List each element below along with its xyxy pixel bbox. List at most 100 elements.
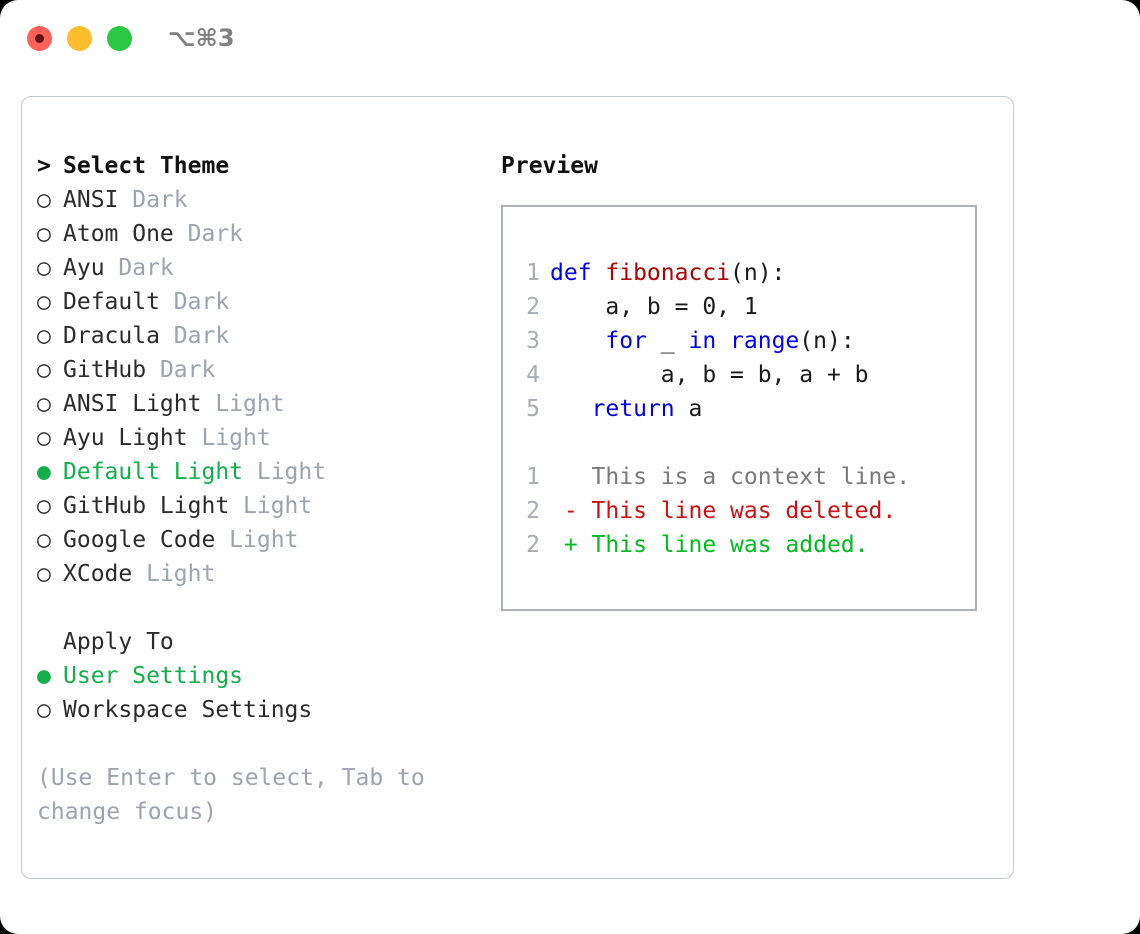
radio-unselected-icon: ○ <box>37 187 65 213</box>
diff-line-text: This is a context line. <box>577 464 911 490</box>
radio-unselected-icon: ○ <box>37 255 65 281</box>
theme-variant-badge: Light <box>229 493 313 519</box>
maximize-button[interactable] <box>107 26 132 51</box>
radio-unselected-icon: ○ <box>37 289 65 315</box>
theme-option-list: ○ ANSI Dark○ Atom One Dark○ Ayu Dark○ De… <box>37 183 477 591</box>
line-number: 5 <box>526 396 540 422</box>
preview-title: Preview <box>501 153 598 179</box>
theme-option-dracula[interactable]: ○ Dracula Dark <box>37 319 477 353</box>
select-theme-heading-label: Select Theme <box>63 153 230 179</box>
theme-option-label: Default <box>63 289 160 315</box>
theme-variant-badge: Light <box>187 425 271 451</box>
theme-variant-badge: Light <box>215 527 299 553</box>
diff-line-del: 2 - This line was deleted. <box>518 494 910 528</box>
theme-list-column: > Select Theme ○ ANSI Dark○ Atom One Dar… <box>37 149 477 829</box>
theme-option-label: XCode <box>63 561 133 587</box>
diff-line-add: 2 + This line was added. <box>518 528 910 562</box>
code-token-kw: for <box>605 328 647 354</box>
apply-to-heading-label: Apply To <box>63 629 174 655</box>
heading-caret-icon: > <box>37 153 65 179</box>
diff-line-ctx: 1 This is a context line. <box>518 460 910 494</box>
theme-variant-badge: Dark <box>173 221 244 247</box>
theme-variant-badge: Dark <box>159 323 230 349</box>
theme-variant-badge: Dark <box>118 187 188 213</box>
code-token-plain <box>550 396 592 422</box>
radio-unselected-icon: ○ <box>37 527 65 553</box>
diff-marker-icon: + <box>550 532 578 558</box>
theme-variant-badge: Light <box>132 561 216 587</box>
line-number: 2 <box>526 294 540 320</box>
theme-option-ansi-light[interactable]: ○ ANSI Light Light <box>37 387 477 421</box>
apply-to-option-user-settings[interactable]: ● User Settings <box>37 659 477 693</box>
line-number: 3 <box>526 328 540 354</box>
theme-option-ayu[interactable]: ○ Ayu Dark <box>37 251 477 285</box>
radio-unselected-icon: ○ <box>37 493 65 519</box>
code-token-plain: a, b = b, a + b <box>550 362 869 388</box>
radio-unselected-icon: ○ <box>37 425 65 451</box>
theme-variant-badge: Light <box>243 459 327 485</box>
theme-option-google-code[interactable]: ○ Google Code Light <box>37 523 477 557</box>
radio-selected-icon: ● <box>37 663 65 689</box>
theme-option-label: GitHub <box>63 357 147 383</box>
diff-line-text: This line was deleted. <box>577 498 897 524</box>
line-number: 2 <box>526 498 540 524</box>
code-token-plain <box>716 328 730 354</box>
line-number: 2 <box>526 532 540 558</box>
theme-variant-badge: Dark <box>146 357 216 383</box>
code-blank-line <box>518 426 910 460</box>
window-titlebar: ⌥⌘3 <box>0 0 1140 78</box>
theme-option-label: Google Code <box>63 527 216 553</box>
line-number: 1 <box>526 464 540 490</box>
code-token-kw: in <box>688 328 717 354</box>
theme-variant-badge: Dark <box>159 289 230 315</box>
theme-variant-badge: Dark <box>104 255 174 281</box>
apply-to-option-list: ● User Settings○ Workspace Settings <box>37 659 477 727</box>
minimize-button[interactable] <box>67 26 92 51</box>
code-line: 4 a, b = b, a + b <box>518 358 910 392</box>
diff-line-text: This line was added. <box>577 532 869 558</box>
theme-option-label: Ayu Light <box>63 425 188 451</box>
code-line: 2 a, b = 0, 1 <box>518 290 910 324</box>
radio-unselected-icon: ○ <box>37 391 65 417</box>
theme-option-xcode[interactable]: ○ XCode Light <box>37 557 477 591</box>
apply-to-option-label: User Settings <box>63 663 244 689</box>
code-token-fn: fibonacci <box>605 260 731 286</box>
code-token-kw: return <box>591 396 675 422</box>
theme-option-github-light[interactable]: ○ GitHub Light Light <box>37 489 477 523</box>
theme-variant-badge: Light <box>201 391 285 417</box>
radio-unselected-icon: ○ <box>37 323 65 349</box>
theme-option-ayu-light[interactable]: ○ Ayu Light Light <box>37 421 477 455</box>
code-token-plain: a, b = 0, 1 <box>550 294 758 320</box>
diff-marker-icon <box>550 464 578 490</box>
theme-option-label: Dracula <box>63 323 160 349</box>
code-token-plain: (n): <box>730 260 786 286</box>
apply-to-option-label: Workspace Settings <box>63 697 313 723</box>
code-line: 3 for _ in range(n): <box>518 324 910 358</box>
keyboard-hint-text: (Use Enter to select, Tab to change focu… <box>37 765 439 825</box>
close-icon <box>35 34 44 43</box>
apply-to-option-workspace-settings[interactable]: ○ Workspace Settings <box>37 693 477 727</box>
theme-selector-panel: > Select Theme ○ ANSI Dark○ Atom One Dar… <box>21 96 1014 879</box>
theme-option-github[interactable]: ○ GitHub Dark <box>37 353 477 387</box>
radio-unselected-icon: ○ <box>37 697 65 723</box>
theme-option-default[interactable]: ○ Default Dark <box>37 285 477 319</box>
apply-to-indent <box>37 625 63 659</box>
theme-option-ansi[interactable]: ○ ANSI Dark <box>37 183 477 217</box>
code-line: 1 def fibonacci(n): <box>518 256 910 290</box>
code-token-kw: def <box>550 260 606 286</box>
radio-unselected-icon: ○ <box>37 221 65 247</box>
select-theme-heading: > Select Theme <box>37 149 477 183</box>
theme-option-label: Default Light <box>63 459 244 485</box>
theme-option-atom-one[interactable]: ○ Atom One Dark <box>37 217 477 251</box>
code-line: 5 return a <box>518 392 910 426</box>
radio-unselected-icon: ○ <box>37 561 65 587</box>
code-token-plain: _ <box>646 328 689 354</box>
theme-option-default-light[interactable]: ● Default Light Light <box>37 455 477 489</box>
code-token-kw: range <box>730 328 800 354</box>
keyboard-shortcut-label: ⌥⌘3 <box>168 24 235 52</box>
theme-option-label: Atom One <box>63 221 174 247</box>
line-number: 1 <box>526 260 540 286</box>
